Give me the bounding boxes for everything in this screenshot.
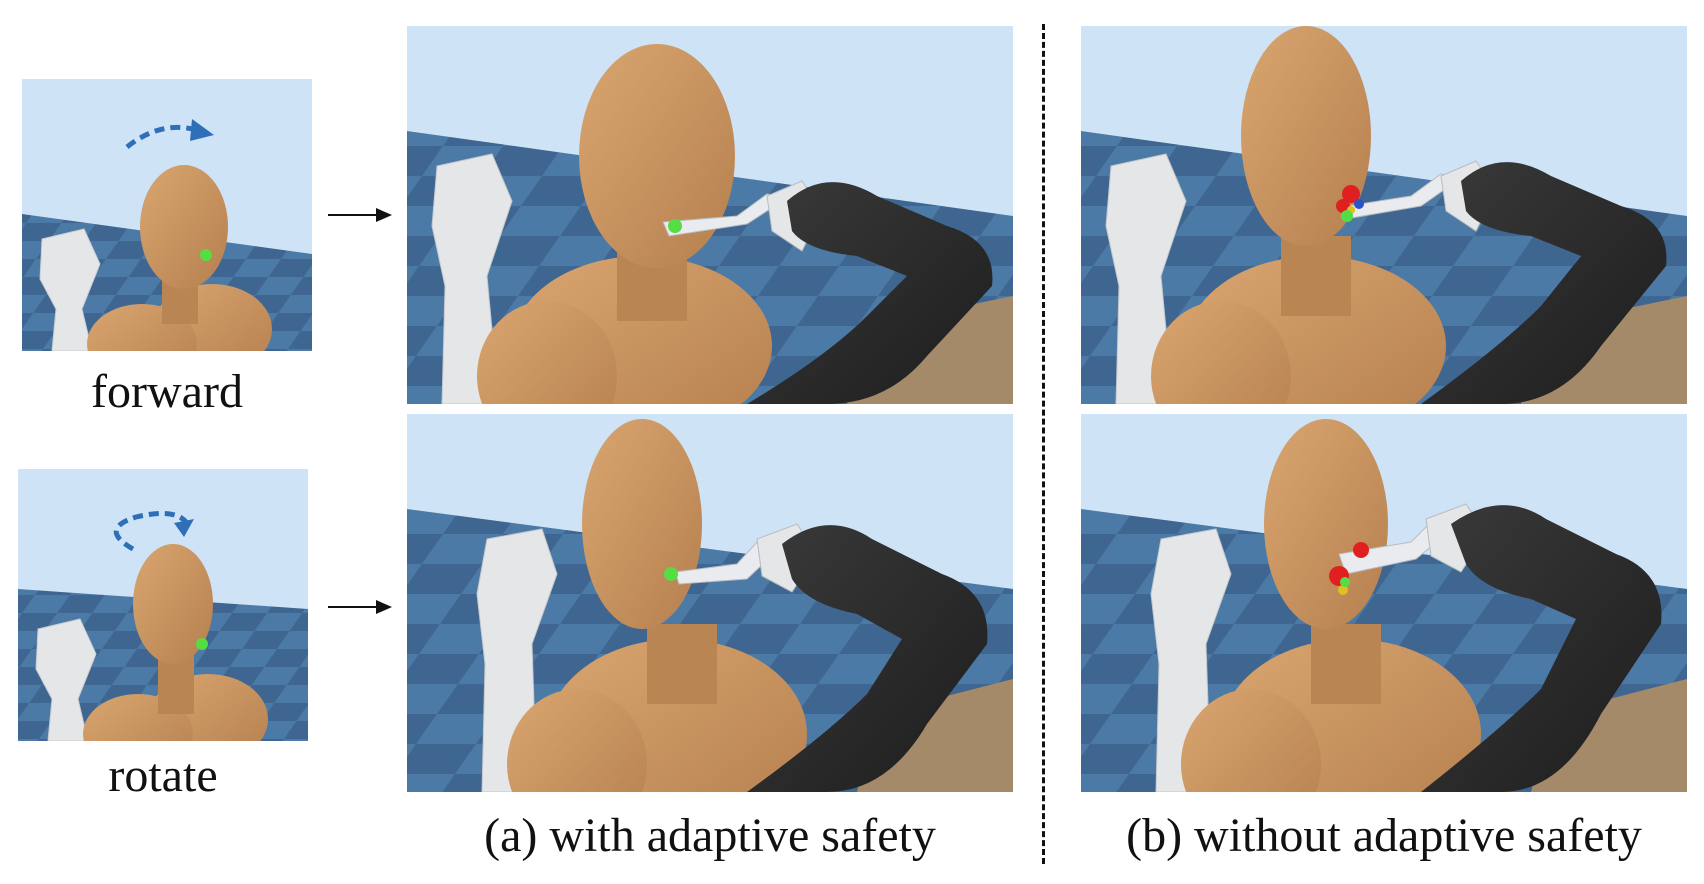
mouth-marker-icon xyxy=(664,567,678,581)
right-arrow-icon xyxy=(328,600,392,614)
mouth-marker-icon xyxy=(668,219,682,233)
scene-without-safety-rotate xyxy=(1081,414,1687,792)
thumbnail-label-rotate: rotate xyxy=(108,749,218,802)
thumbnail-rotate xyxy=(18,469,308,741)
forward-motion-arrow-icon xyxy=(125,119,214,149)
scene-with-safety-forward xyxy=(407,26,1013,404)
mouth-marker-icon xyxy=(1340,577,1350,587)
caption-with-adaptive-safety: (a) with adaptive safety xyxy=(484,809,936,862)
mouth-marker-icon xyxy=(200,249,212,261)
collision-marker-icon xyxy=(1336,185,1364,214)
scene-without-safety-forward xyxy=(1081,26,1687,404)
mouth-marker-icon xyxy=(196,638,208,650)
rotate-motion-arrow-icon xyxy=(113,510,194,552)
caption-without-adaptive-safety: (b) without adaptive safety xyxy=(1126,809,1642,862)
right-arrow-icon xyxy=(328,208,392,222)
scene-with-safety-rotate xyxy=(407,414,1013,792)
section-divider xyxy=(1042,24,1045,864)
mouth-marker-icon xyxy=(1341,210,1353,222)
thumbnail-forward xyxy=(22,79,312,351)
thumbnail-label-forward: forward xyxy=(91,365,243,418)
